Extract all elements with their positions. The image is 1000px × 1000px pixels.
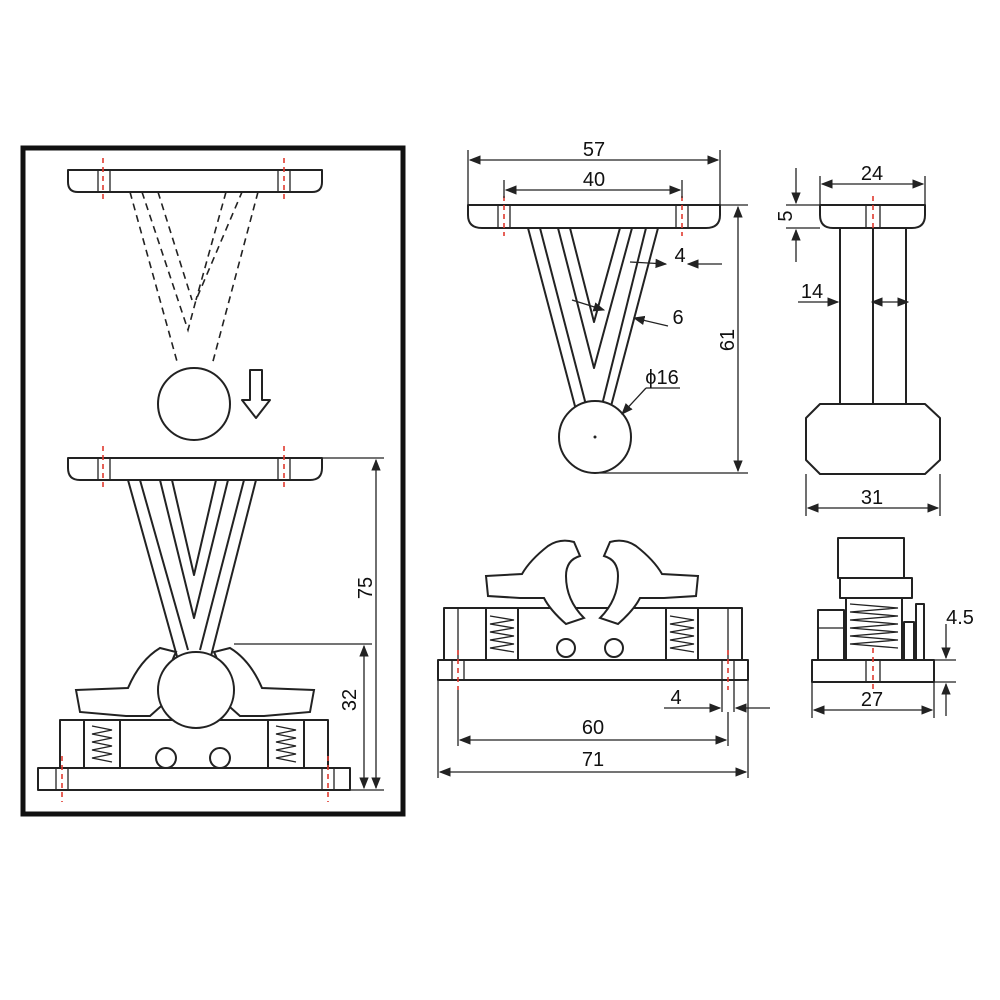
dimension-75: 75 <box>322 457 384 791</box>
dimension-6-label: 6 <box>672 307 683 329</box>
dimension-31-label: 31 <box>861 487 883 509</box>
dimension-24-label: 24 <box>861 163 883 185</box>
holder-front-view: 57 40 4 6 ϕ16 61 <box>467 139 748 474</box>
dimension-71-label: 71 <box>582 749 604 771</box>
holder-top-plate <box>67 446 323 488</box>
ball <box>157 367 231 441</box>
dimension-4-5-label: 4.5 <box>946 607 974 629</box>
dimension-60-label: 60 <box>582 717 604 739</box>
holder-side-view: 24 5 14 31 <box>775 163 941 516</box>
dimension-27-label: 27 <box>861 689 883 711</box>
dimension-4-top-label: 4 <box>674 245 685 267</box>
dimension-57-label: 57 <box>583 139 605 161</box>
dimension-phi16-label: ϕ16 <box>645 367 678 389</box>
assembly-panel: 75 32 <box>20 145 406 817</box>
dimension-61-label: 61 <box>717 329 739 351</box>
down-arrow-icon <box>241 369 271 419</box>
clamp-front-view: 4 60 71 <box>437 539 770 778</box>
holder-before-insertion <box>67 158 323 366</box>
clamp-side-view: 4.5 27 <box>811 537 974 718</box>
dimension-32: 32 <box>234 643 372 790</box>
holder-v-arms <box>127 479 257 661</box>
dimension-5-label: 5 <box>775 210 797 221</box>
panel-frame <box>20 145 406 817</box>
dimension-75-label: 75 <box>355 577 377 599</box>
dimension-14-label: 14 <box>801 281 823 303</box>
clamp-base <box>37 646 351 802</box>
dimension-32-label: 32 <box>339 689 361 711</box>
dimension-40-label: 40 <box>583 169 605 191</box>
dimension-4-bottom-label: 4 <box>670 687 681 709</box>
